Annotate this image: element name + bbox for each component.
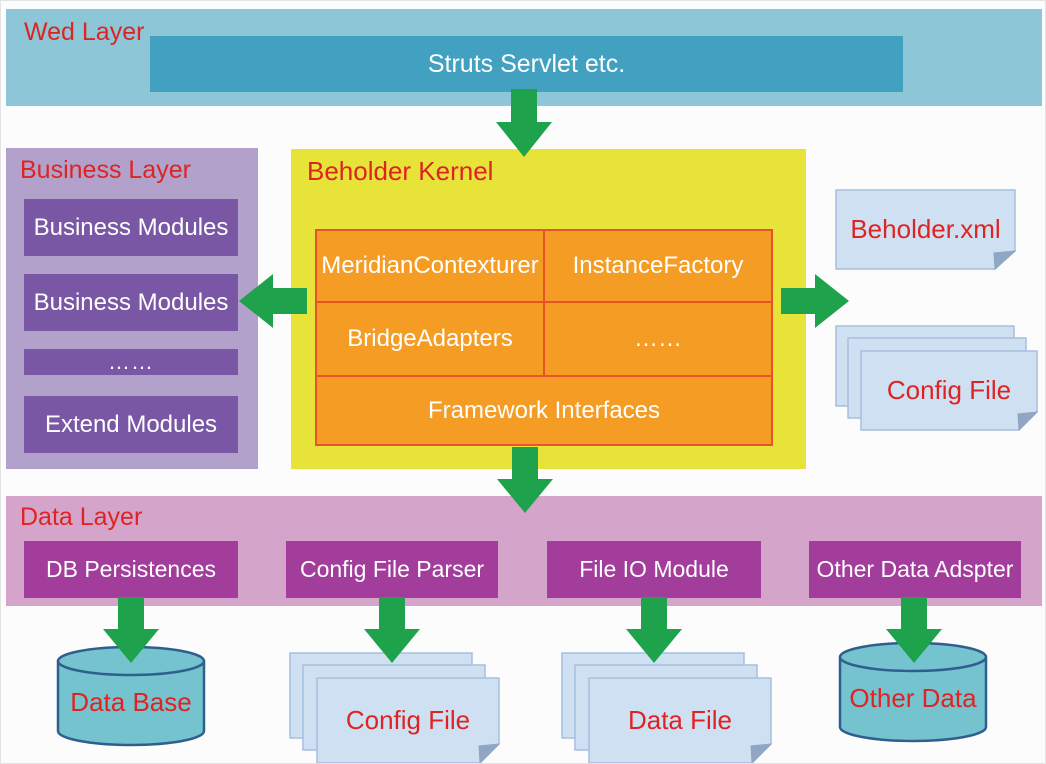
other-data-adapter-box: Other Data Adspter: [809, 541, 1021, 598]
data-file-stack: Data File: [561, 652, 773, 763]
beholder-kernel-title: Beholder Kernel: [307, 156, 494, 186]
kernel-module-grid: MeridianContexturer InstanceFactory Brid…: [315, 229, 773, 446]
business-module-box: Business Modules: [24, 199, 238, 256]
document-stack-icon: [289, 652, 501, 763]
kernel-cell-instance-factory: InstanceFactory: [545, 231, 771, 301]
arrow-parser-to-config-file-icon: [364, 597, 420, 663]
business-module-ellipsis-box: ……: [24, 349, 238, 375]
arrow-kernel-to-business-icon: [239, 274, 307, 328]
data-layer-band: Data Layer DB Persistences Config File P…: [6, 496, 1042, 606]
arrow-kernel-to-config-icon: [781, 274, 849, 328]
data-config-file-label: Config File: [345, 705, 471, 735]
other-data-cylinder: Other Data: [838, 641, 988, 745]
data-config-file-stack: Config File: [289, 652, 501, 763]
document-stack-icon: [835, 325, 1039, 432]
beholder-xml-doc: Beholder.xml: [835, 189, 1017, 271]
kernel-cell-meridian-contexturer: MeridianContexturer: [317, 231, 543, 301]
arrow-fileio-to-data-file-icon: [626, 597, 682, 663]
arrow-kernel-to-data-icon: [497, 447, 553, 513]
arrow-adapter-to-other-data-icon: [886, 597, 942, 663]
data-file-label: Data File: [627, 705, 733, 735]
database-cylinder: Data Base: [56, 645, 206, 749]
document-icon: [835, 189, 1017, 271]
file-io-module-box: File IO Module: [547, 541, 761, 598]
web-layer-title: Wed Layer: [24, 18, 145, 46]
other-data-label: Other Data: [849, 682, 977, 713]
kernel-cell-bridge-adapters: BridgeAdapters: [317, 303, 543, 375]
beholder-kernel-panel: Beholder Kernel MeridianContexturer Inst…: [291, 149, 806, 469]
config-file-parser-box: Config File Parser: [286, 541, 498, 598]
business-module-box: Business Modules: [24, 274, 238, 331]
arrow-web-to-kernel-icon: [496, 89, 552, 157]
database-icon: [56, 645, 206, 747]
data-layer-title: Data Layer: [20, 503, 143, 531]
database-icon: [838, 641, 988, 743]
extend-modules-box: Extend Modules: [24, 396, 238, 453]
beholder-xml-label: Beholder.xml: [850, 213, 1001, 244]
business-layer-title: Business Layer: [20, 156, 191, 184]
kernel-cell-ellipsis: ……: [545, 303, 771, 375]
document-stack-icon: [561, 652, 773, 763]
kernel-config-file-stack: Config File: [835, 325, 1039, 432]
arrow-db-persistences-to-database-icon: [103, 597, 159, 663]
business-layer-band: Business Layer Business Modules Business…: [6, 148, 258, 469]
db-persistences-box: DB Persistences: [24, 541, 238, 598]
database-label: Data Base: [70, 686, 192, 717]
struts-servlet-box: Struts Servlet etc.: [150, 36, 903, 92]
kernel-cell-framework-interfaces: Framework Interfaces: [317, 377, 771, 444]
kernel-config-file-label: Config File: [886, 374, 1012, 405]
